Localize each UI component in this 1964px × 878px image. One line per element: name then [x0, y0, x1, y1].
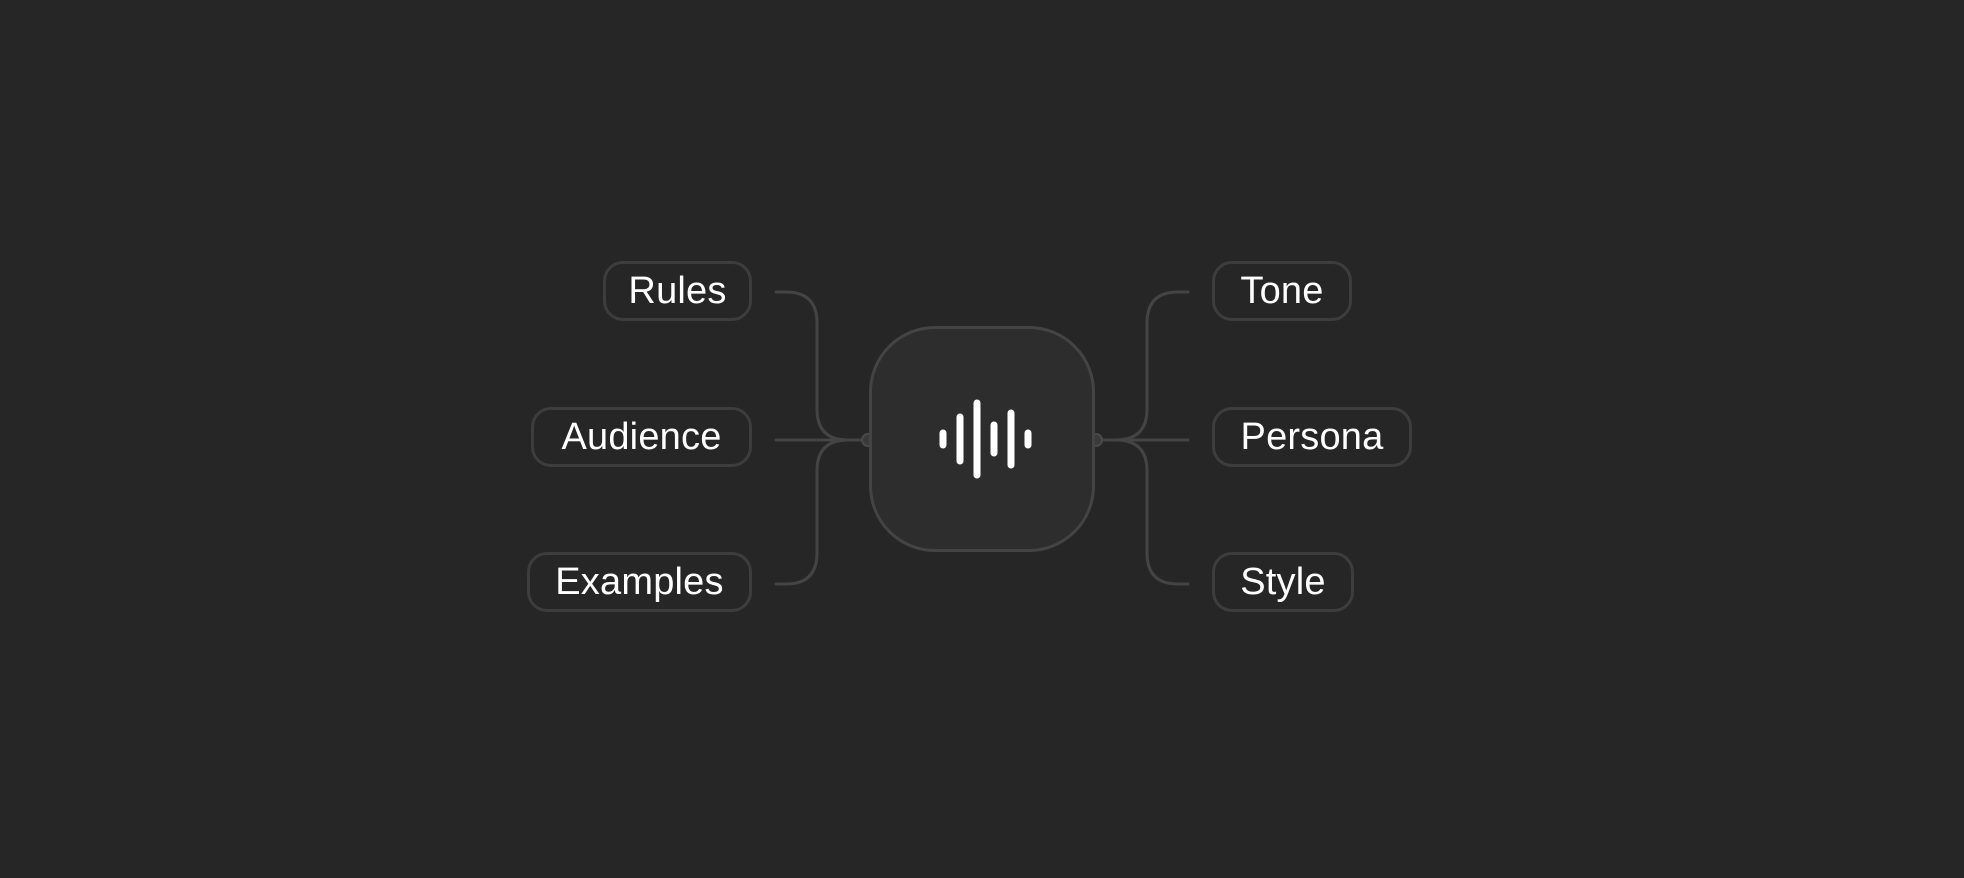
- node-tone-label: Tone: [1240, 270, 1324, 312]
- node-examples-label: Examples: [555, 561, 724, 603]
- node-rules[interactable]: Rules: [603, 261, 752, 321]
- node-persona-label: Persona: [1240, 416, 1384, 458]
- node-style-label: Style: [1240, 561, 1326, 603]
- connector-examples: [774, 438, 870, 586]
- audio-waveform-icon: [939, 399, 1032, 479]
- center-hub[interactable]: [869, 326, 1095, 552]
- node-rules-label: Rules: [628, 270, 727, 312]
- connector-tone: [1094, 290, 1190, 442]
- node-examples[interactable]: Examples: [527, 552, 752, 612]
- node-style[interactable]: Style: [1212, 552, 1354, 612]
- node-tone[interactable]: Tone: [1212, 261, 1352, 321]
- node-persona[interactable]: Persona: [1212, 407, 1412, 467]
- node-audience-label: Audience: [561, 416, 722, 458]
- connector-style: [1094, 438, 1190, 586]
- connector-rules: [774, 290, 870, 442]
- node-audience[interactable]: Audience: [531, 407, 752, 467]
